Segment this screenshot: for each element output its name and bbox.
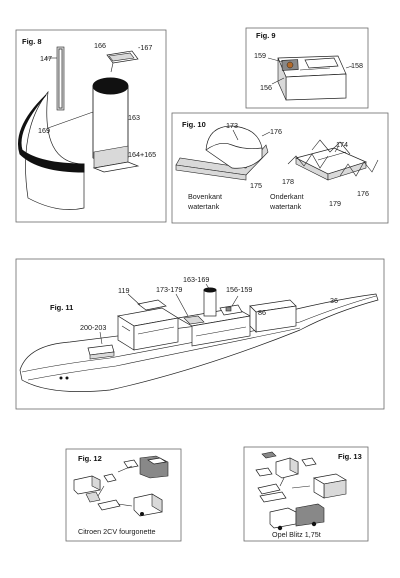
leader-169 — [47, 111, 94, 129]
leader-156-159 — [231, 295, 239, 307]
figure-11-title: Fig. 11 — [50, 303, 73, 312]
figure-11: Fig. 11 200-203 119 — [15, 258, 385, 410]
part-200-203-hatch — [87, 344, 115, 360]
part-164-165-base — [92, 145, 140, 173]
leader-200-203 — [99, 331, 103, 345]
caption-upper-line1: Bovenkant — [188, 192, 222, 201]
label-175: 175 — [250, 181, 262, 190]
label-119: 119 — [118, 286, 129, 295]
figure-12-title: Fig. 12 — [78, 454, 102, 463]
caption-lower-line1: Onderkant — [270, 192, 304, 201]
leader-173 — [232, 129, 239, 141]
leader-159 — [267, 57, 284, 63]
part-147-strip — [46, 46, 65, 111]
label-178: 178 — [282, 177, 294, 186]
figure-8: Fig. 8 147 166 -167 163 164+165 — [15, 29, 167, 223]
label-158: 158 — [351, 61, 363, 70]
porthole — [65, 376, 69, 380]
figure-12-caption: Citroen 2CV fourgonette — [78, 527, 156, 536]
label-147: 147 — [40, 54, 52, 63]
label-164-165: 164+165 — [128, 150, 156, 159]
part-174-lower-watertank — [287, 139, 379, 181]
leader-156 — [271, 77, 285, 85]
figure-8-title: Fig. 8 — [22, 37, 42, 46]
label-159: 159 — [254, 51, 266, 60]
label-156: 156 — [260, 83, 272, 92]
label-176a: 176 — [270, 127, 282, 136]
label-156-159: 156-159 — [226, 285, 252, 294]
leader-119 — [127, 293, 141, 306]
figure-10-title: Fig. 10 — [182, 120, 206, 129]
part-86-aft-deckhouse — [249, 299, 297, 333]
label-169: 169 — [38, 126, 50, 135]
part-156-159-deckhouse — [277, 55, 347, 101]
part-169-curved-sheet — [18, 90, 85, 210]
figure-9: Fig. 9 159 158 156 — [245, 27, 369, 109]
label-173: 173 — [226, 121, 238, 130]
figure-9-title: Fig. 9 — [256, 31, 276, 40]
leader-174 — [334, 146, 339, 153]
caption-lower-line2: watertank — [269, 202, 302, 211]
label-179: 179 — [329, 199, 341, 208]
label-163: 163 — [128, 113, 140, 122]
figure-12: Fig. 12 Citroen 2CV fourgonette — [65, 448, 182, 542]
part-163-169-funnel — [203, 287, 217, 317]
leader-176a — [261, 131, 271, 137]
label-36: 36 — [330, 296, 338, 305]
leader-158 — [345, 65, 353, 69]
part-173-upper-watertank — [175, 125, 269, 181]
leader-163-169 — [205, 283, 211, 291]
part-119-bridge — [117, 299, 179, 351]
label-176b: 176 — [357, 189, 369, 198]
figure-13-title: Fig. 13 — [338, 452, 362, 461]
label-200-203: 200-203 — [80, 323, 106, 332]
porthole — [59, 376, 63, 380]
part-166-167-lid — [106, 50, 139, 73]
label-163-169: 163-169 — [183, 275, 209, 284]
label-174: 174 — [336, 140, 348, 149]
leader-173-179 — [175, 293, 189, 317]
label-167: -167 — [138, 43, 152, 52]
opel-blitz-parts — [255, 451, 347, 531]
figure-10: Fig. 10 173 176 175 Bovenkant watertank … — [171, 112, 389, 224]
label-166: 166 — [94, 41, 106, 50]
citroen-parts — [73, 455, 169, 517]
label-173-179: 173-179 — [156, 285, 182, 294]
part-156-159-skylight — [219, 304, 243, 316]
figure-13-caption: Opel Blitz 1,75t — [272, 530, 321, 539]
figure-13: Fig. 13 Opel Blitz 1,75t — [243, 446, 369, 542]
caption-upper-line2: watertank — [187, 202, 220, 211]
label-86: 86 — [258, 308, 266, 317]
